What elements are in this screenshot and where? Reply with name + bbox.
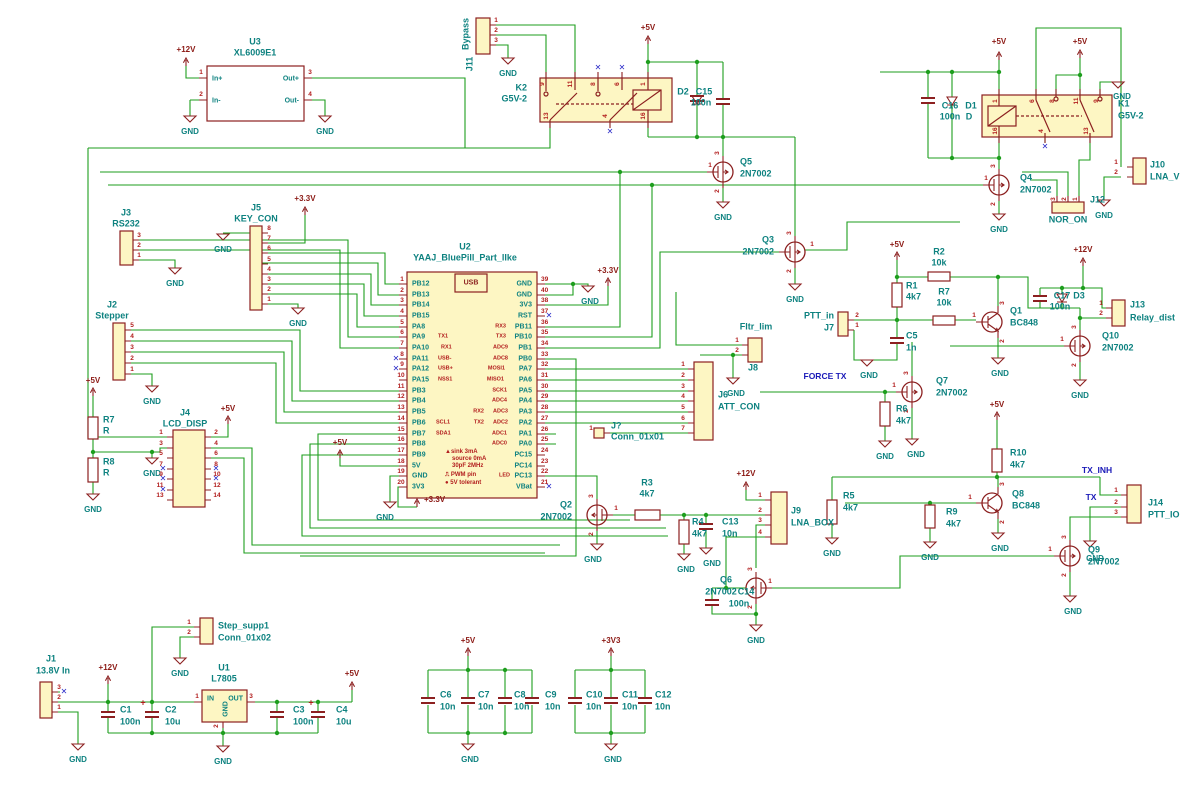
r7b-body[interactable] bbox=[932, 315, 956, 326]
q6-symbol[interactable] bbox=[745, 571, 773, 605]
u3-body[interactable] bbox=[206, 65, 305, 122]
gnd-symbols bbox=[71, 57, 1125, 753]
d2-diode bbox=[691, 95, 703, 106]
q5-symbol[interactable] bbox=[706, 155, 734, 189]
j2-body[interactable] bbox=[112, 322, 126, 381]
j3-body[interactable] bbox=[119, 230, 134, 266]
q8-symbol[interactable] bbox=[975, 486, 1003, 520]
r2-body[interactable] bbox=[927, 271, 951, 282]
j1-body[interactable] bbox=[39, 681, 53, 719]
q9-symbol[interactable] bbox=[1053, 539, 1081, 573]
j4-body[interactable] bbox=[172, 429, 206, 508]
d3-diode bbox=[1056, 293, 1068, 304]
relay-internals bbox=[543, 78, 1103, 137]
j9-body[interactable] bbox=[770, 491, 788, 545]
d1-diode bbox=[946, 96, 958, 107]
junction-dots bbox=[90, 59, 1086, 736]
j11-body[interactable] bbox=[475, 17, 491, 55]
r1-body[interactable] bbox=[891, 282, 903, 308]
j8-body[interactable] bbox=[747, 337, 763, 363]
u1-body[interactable] bbox=[201, 689, 248, 723]
diodes bbox=[691, 95, 1068, 304]
q7-symbol[interactable] bbox=[895, 375, 923, 409]
r6-body[interactable] bbox=[879, 401, 891, 427]
r5-body[interactable] bbox=[826, 499, 838, 525]
wires bbox=[52, 24, 1122, 746]
r9-body[interactable] bbox=[924, 504, 936, 529]
r3-body[interactable] bbox=[634, 509, 661, 521]
r8-body[interactable] bbox=[87, 457, 99, 483]
capacitors bbox=[100, 95, 1048, 718]
q1-symbol[interactable] bbox=[975, 305, 1003, 339]
j6-body[interactable] bbox=[693, 361, 714, 441]
pin-stubs bbox=[52, 24, 1133, 728]
j10-body[interactable] bbox=[1132, 157, 1147, 185]
u2-body[interactable] bbox=[406, 271, 538, 499]
resistors bbox=[87, 271, 1003, 545]
q4-symbol[interactable] bbox=[982, 168, 1010, 202]
component-bodies bbox=[39, 17, 1147, 723]
q10-symbol[interactable] bbox=[1063, 329, 1091, 363]
j12-body[interactable] bbox=[1051, 201, 1085, 214]
q3-symbol[interactable] bbox=[778, 235, 806, 269]
r4-body[interactable] bbox=[678, 519, 690, 545]
j13-body[interactable] bbox=[1111, 299, 1126, 327]
q2-symbol[interactable] bbox=[586, 498, 614, 532]
r10-body[interactable] bbox=[991, 448, 1003, 473]
k2-body[interactable] bbox=[539, 77, 673, 123]
r7a-body[interactable] bbox=[87, 416, 99, 440]
u2-usb-box bbox=[454, 273, 488, 293]
j5-body[interactable] bbox=[249, 225, 263, 311]
step-body[interactable] bbox=[199, 617, 214, 645]
j7-body[interactable] bbox=[837, 311, 849, 337]
j14-body[interactable] bbox=[1126, 484, 1142, 524]
jq-body[interactable] bbox=[593, 427, 605, 439]
